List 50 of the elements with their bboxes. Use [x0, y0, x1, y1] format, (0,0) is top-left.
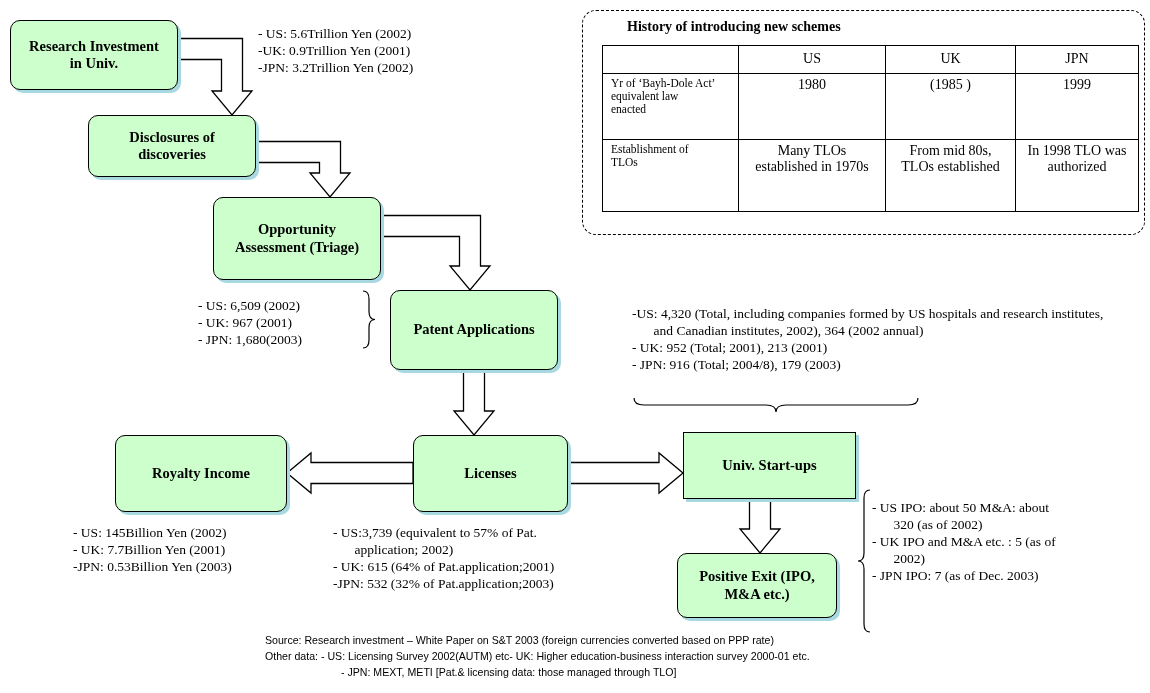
table-cell: US: [738, 45, 886, 74]
source-note: Source: Research investment – White Paper on S&T 2003 (foreign currencies converted based on PPP rate): [265, 634, 774, 646]
box-label: Positive Exit (IPO, M&A etc.): [698, 568, 816, 603]
box-label: Research Investment in Univ.: [29, 37, 159, 73]
stat-note: - JPN IPO: 7 (as of Dec. 2003): [872, 567, 1040, 585]
stat-note: - UK: 615 (64% of Pat.application;2001): [333, 558, 556, 576]
process-box: [390, 290, 558, 370]
process-box: [683, 432, 856, 499]
process-box: [213, 197, 381, 280]
process-box: [677, 553, 837, 618]
process-box: [413, 435, 568, 512]
table-cell: JPN: [1015, 45, 1139, 74]
stat-note: - US IPO: about 50 M&A: about 320 (as of 2002): [872, 500, 1050, 534]
stat-note: - UK: 967 (2001): [198, 314, 294, 332]
stat-note: - UK: 7.7Billion Yen (2001): [73, 541, 227, 559]
table-cell: 1980: [738, 73, 886, 140]
stat-note: -UK: 0.9Trillion Yen (2001): [258, 42, 412, 60]
stat-note: - US: 6,509 (2002): [198, 298, 301, 315]
box-label: Disclosures of discoveries: [128, 128, 216, 164]
stat-note: - JPN: 916 (Total; 2004/8), 179 (2003): [632, 356, 842, 374]
table-cell: UK: [885, 45, 1016, 74]
table-cell: In 1998 TLO was authorized: [1015, 139, 1139, 212]
stat-note: -JPN: 532 (32% of Pat.application;2003): [333, 575, 555, 593]
source-note: Other data: - US: Licensing Survey 2002(AUTM) etc- UK: Higher education-business interaction survey 2000-01 etc.: [265, 650, 810, 662]
table-cell: (1985 ): [885, 73, 1016, 140]
box-label: Opportunity Assessment (Triage): [233, 221, 361, 256]
table-cell: 1999: [1015, 73, 1139, 140]
stat-note: - JPN: 1,680(2003): [198, 331, 303, 349]
process-box: [10, 20, 178, 90]
box-label: Licenses: [464, 464, 517, 483]
stat-note: -JPN: 0.53Billion Yen (2003): [73, 558, 233, 576]
source-note: - JPN: MEXT, METI [Pat.& licensing data: those managed through TLO]: [341, 666, 677, 678]
process-box: [115, 435, 287, 512]
stat-note: - US: 145Billion Yen (2002): [73, 525, 228, 542]
table-cell: Many TLOs established in 1970s: [738, 139, 886, 212]
box-label: Univ. Start-ups: [722, 456, 817, 475]
process-box: [88, 115, 256, 177]
box-label: Royalty Income: [152, 464, 250, 483]
box-label: Patent Applications: [413, 321, 535, 339]
stat-note: - US:3,739 (equivalent to 57% of Pat. application; 2002): [333, 525, 538, 559]
stat-note: -US: 4,320 (Total, including companies formed by US hospitals and research institutes, and Canadian institutes, 2002), 364 (2002 annual): [632, 306, 1105, 340]
table-cell: Yr of ‘Bayh-Dole Act’ equivalent law enacted: [602, 73, 739, 140]
table-cell: From mid 80s, TLOs established: [885, 139, 1016, 212]
stat-note: - US: 5.6Trillion Yen (2002): [258, 26, 413, 43]
panel-heading: History of introducing new schemes: [627, 19, 841, 35]
stat-note: -JPN: 3.2Trillion Yen (2002): [258, 59, 415, 77]
stat-note: - UK: 952 (Total; 2001), 213 (2001): [632, 339, 829, 357]
stat-note: - UK IPO and M&A etc. : 5 (as of 2002): [872, 533, 1057, 568]
dashed-panel: [582, 10, 1145, 235]
table-cell: Establishment of TLOs: [602, 139, 739, 212]
